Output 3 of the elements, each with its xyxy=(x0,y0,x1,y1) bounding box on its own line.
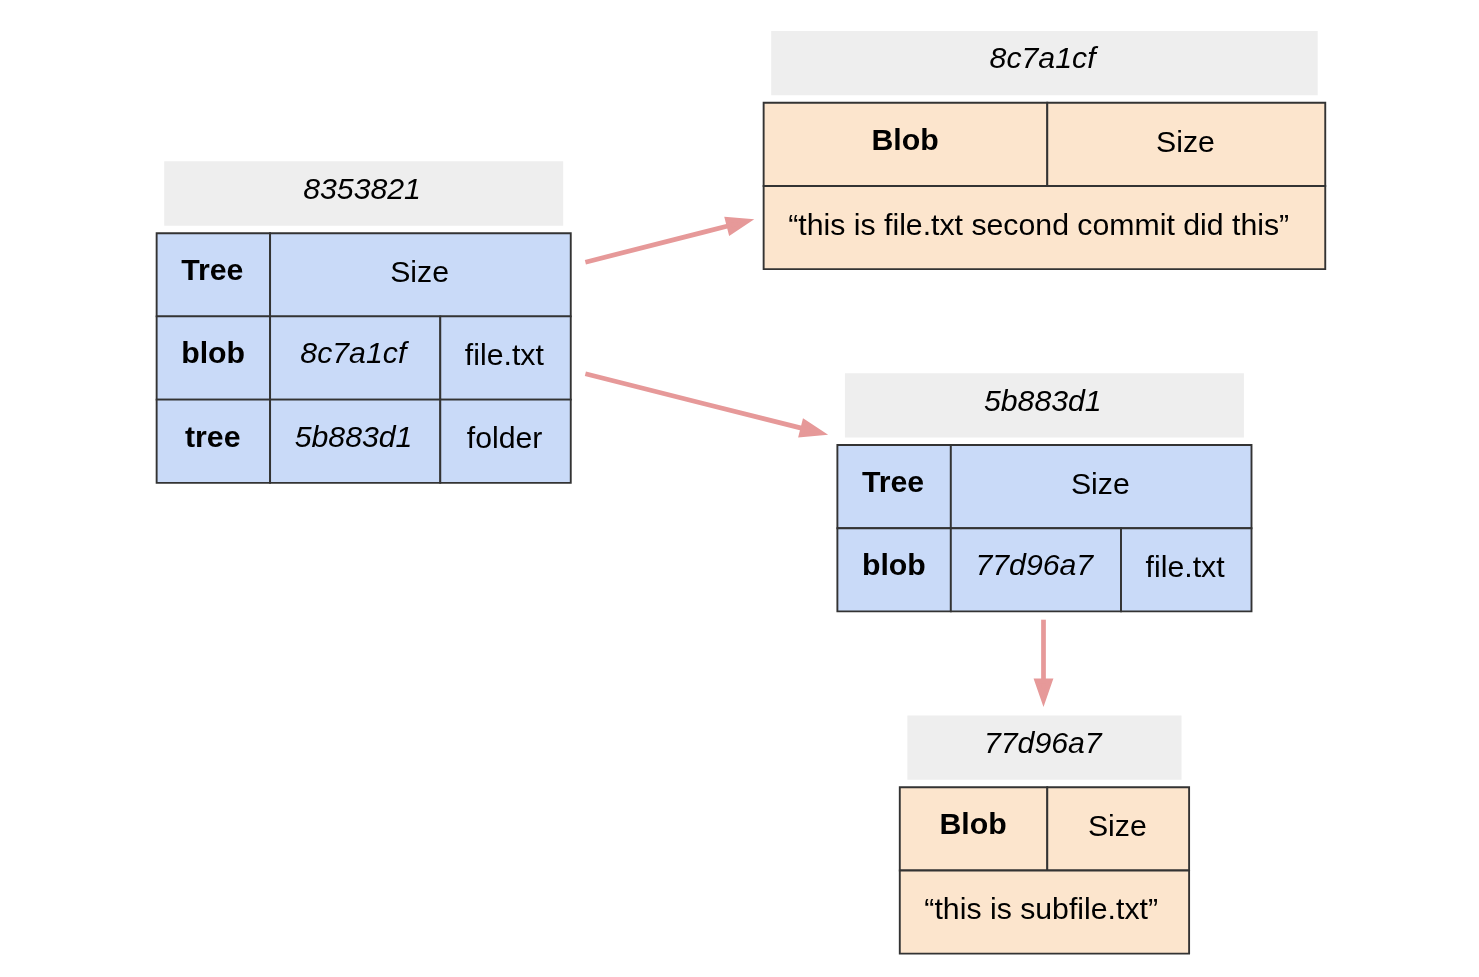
arrow xyxy=(584,216,754,265)
arrow xyxy=(1033,619,1053,707)
arrow xyxy=(584,371,828,438)
